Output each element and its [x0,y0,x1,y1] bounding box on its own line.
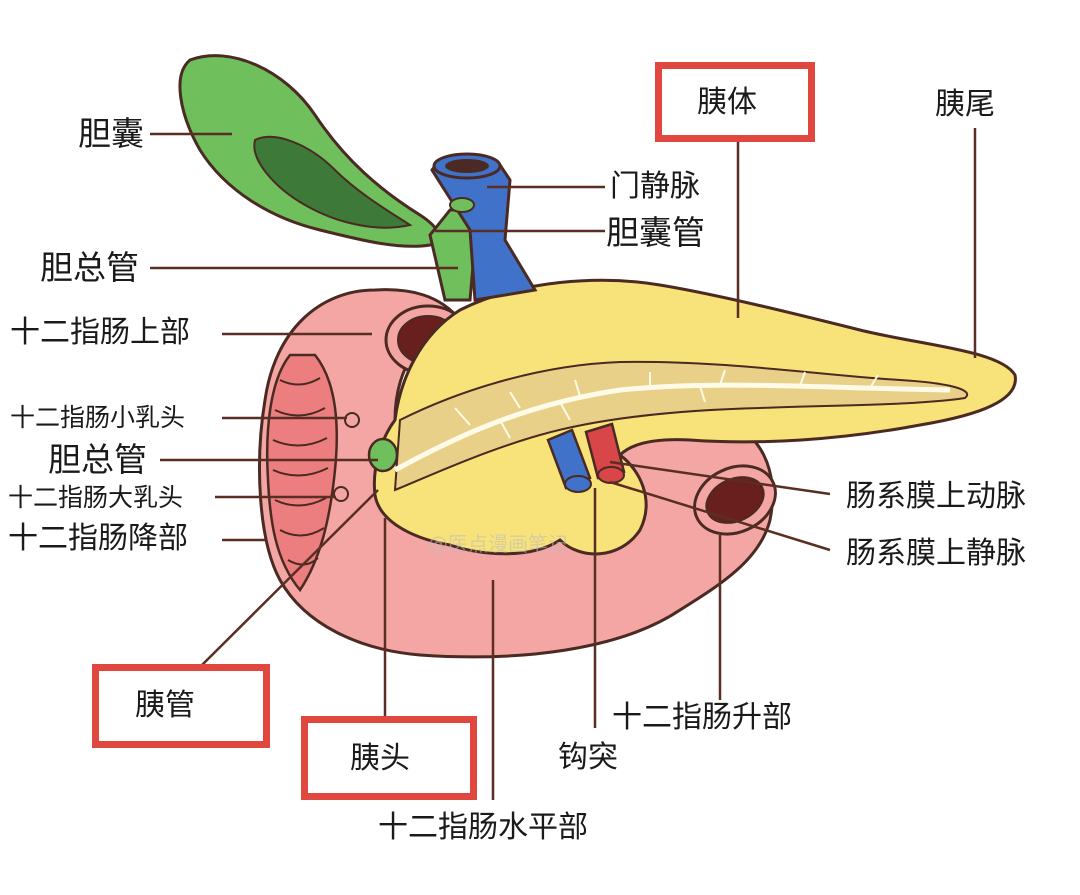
pancreas [372,278,1017,556]
duct-branches [454,369,879,439]
superior-mesenteric-vein [546,428,592,490]
highlight-box-pancreas-body [655,62,815,142]
gallbladder-interior [253,135,413,229]
leader-lines [150,128,977,800]
label-common-bile-duct-mid: 胆总管 [48,440,147,479]
pancreatic-duct [393,382,951,473]
label-pancreas-head: 胰头 [350,741,410,776]
label-major-papilla: 十二指肠大乳头 [8,483,184,512]
label-minor-papilla: 十二指肠小乳头 [10,403,186,432]
label-duodenum-ascending: 十二指肠升部 [612,700,792,735]
label-portal-vein: 门静脉 [610,169,700,204]
label-sup-mesenteric-vein: 肠系膜上静脉 [846,536,1026,571]
minor-papilla [344,412,360,428]
label-common-bile-duct-top: 胆总管 [40,248,139,287]
label-duodenum-descending: 十二指肠降部 [8,521,188,556]
label-pancreatic-duct: 胰管 [135,688,195,723]
highlight-box-pancreatic-duct [92,664,270,748]
pancreatic-duct-band [393,360,968,492]
label-uncinate-process: 钩突 [558,740,618,775]
common-bile-duct-opening [367,437,399,473]
watermark: @医点漫画笔记 [428,532,568,556]
label-pancreas-body: 胰体 [697,85,757,120]
label-duodenum-superior: 十二指肠上部 [10,315,190,350]
label-cystic-duct: 胆囊管 [606,213,705,252]
highlight-box-pancreas-head [301,716,477,800]
label-pancreas-tail: 胰尾 [935,87,995,122]
major-papilla [333,486,349,502]
label-gallbladder: 胆囊 [78,114,144,153]
label-duodenum-horizontal: 十二指肠水平部 [378,810,588,845]
label-sup-mesenteric-artery: 肠系膜上动脉 [846,479,1026,514]
